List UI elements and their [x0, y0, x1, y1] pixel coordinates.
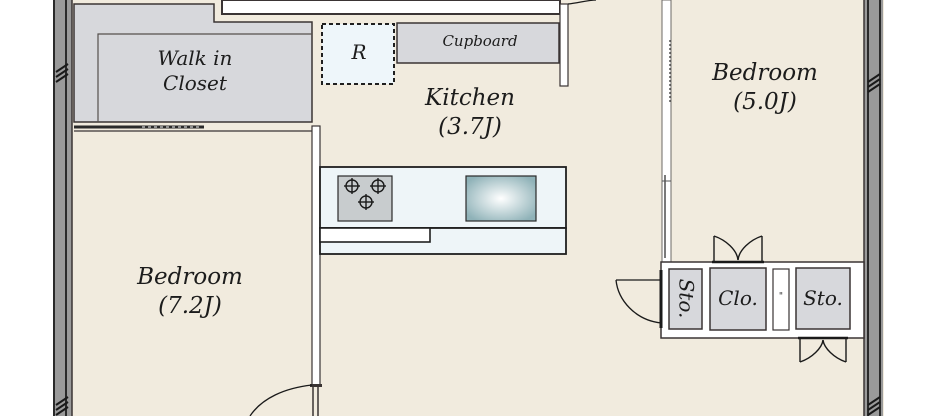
- double-door-icon: [798, 336, 848, 363]
- kitchen-name: Kitchen: [425, 85, 515, 111]
- room-label-kitchen: Kitchen (3.7J): [400, 84, 540, 142]
- door-swing-icon: [615, 279, 662, 324]
- stove-burner-icon: [337, 175, 393, 222]
- outer-wall-left: [53, 0, 73, 416]
- kitchen-size: (3.7J): [438, 113, 502, 140]
- kitchen-counter: [319, 166, 567, 255]
- small-mark-label: ": [778, 292, 784, 302]
- walk-in-closet-name-line1: Walk in: [157, 46, 233, 70]
- storage-left-label: Sto.: [674, 278, 699, 319]
- interior-wall-left: [74, 125, 322, 416]
- sink-icon: [465, 175, 537, 222]
- bedroom-right-size: (5.0J): [733, 88, 797, 115]
- refrigerator-space: [321, 23, 395, 85]
- walk-in-closet: [73, 3, 313, 129]
- bedroom-left-name: Bedroom: [137, 264, 243, 290]
- kitchen-partition: [559, 3, 569, 87]
- upper-unit-area: [221, 0, 561, 15]
- outer-wall-right: [863, 0, 883, 416]
- cupboard: [396, 22, 560, 64]
- refrigerator-label: R: [351, 40, 367, 64]
- storage-block: [659, 261, 865, 339]
- walk-in-closet-name-line2: Closet: [163, 71, 227, 95]
- room-label-bedroom-left: Bedroom (7.2J): [120, 263, 260, 321]
- bedroom-left-size: (7.2J): [158, 292, 222, 319]
- interior-wall-right: [661, 0, 672, 263]
- double-door-icon: [712, 235, 764, 264]
- room-label-bedroom-right: Bedroom (5.0J): [695, 59, 835, 117]
- room-label-walk-in-closet: Walk in Closet: [135, 46, 255, 96]
- door-swing-icon: [249, 384, 313, 416]
- storage-right-label: Sto.: [803, 286, 843, 310]
- closet-label: Clo.: [718, 286, 758, 310]
- cupboard-label: Cupboard: [442, 32, 518, 50]
- bedroom-right-name: Bedroom: [712, 60, 818, 86]
